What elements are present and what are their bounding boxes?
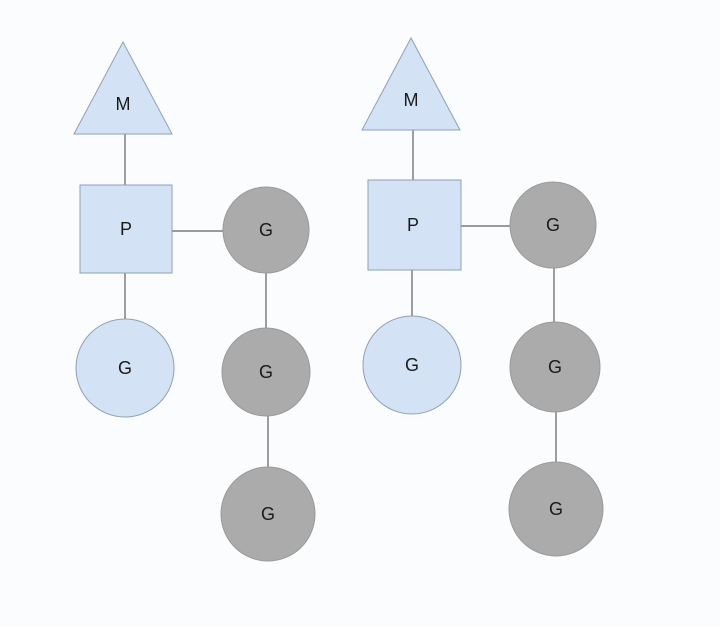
machine-label: M [404, 90, 419, 110]
queued-goroutine-label: G [261, 504, 275, 524]
queued-goroutine-label: G [259, 362, 273, 382]
machine-triangle [361, 36, 461, 131]
queued-goroutine-circle [509, 321, 601, 413]
processor-label: P [120, 219, 132, 239]
processor-label: P [407, 215, 419, 235]
running-goroutine-label: G [118, 358, 132, 378]
machine-label: M [116, 94, 131, 114]
queued-goroutine-label: G [549, 499, 563, 519]
cluster-right: M P G G G G [361, 36, 604, 557]
running-goroutine-circle [362, 315, 462, 415]
running-goroutine-circle [75, 318, 175, 418]
queued-goroutine-circle [222, 186, 310, 274]
queued-goroutine-label: G [259, 220, 273, 240]
cluster-left: M P G G G G [73, 40, 316, 562]
queued-goroutine-circle [220, 466, 316, 562]
processor-square [79, 184, 173, 274]
queued-goroutine-label: G [546, 215, 560, 235]
machine-triangle [73, 40, 173, 135]
queued-goroutine-circle [221, 327, 311, 417]
queued-goroutine-circle [508, 461, 604, 557]
queued-goroutine-label: G [548, 357, 562, 377]
running-goroutine-label: G [405, 355, 419, 375]
queued-goroutine-circle [509, 181, 597, 269]
processor-square [367, 179, 462, 271]
